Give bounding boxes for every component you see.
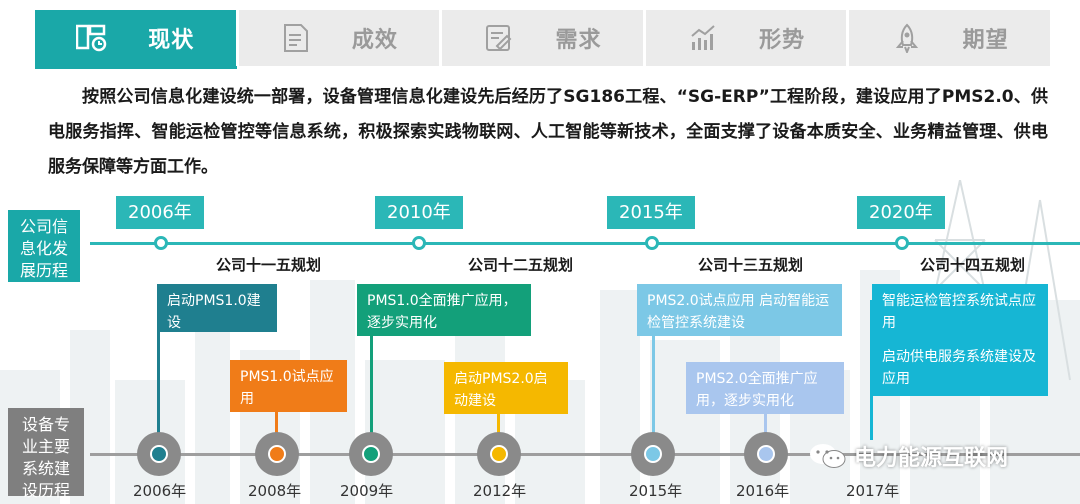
tab-situation[interactable]: 形势: [645, 10, 847, 66]
event-stem: [370, 300, 373, 440]
tab-label: 成效: [351, 28, 398, 53]
event-box: 启动供电服务系统建设及应用: [872, 340, 1048, 396]
timeline-milestone: [744, 432, 788, 476]
event-stem: [764, 395, 767, 440]
plan-label: 公司十三五规划: [698, 256, 804, 274]
equipment-system-history-label: 设备专业主要系统建设历程: [8, 408, 84, 500]
source-watermark: 电力能源互联网: [808, 440, 1008, 472]
tab-status[interactable]: 现状: [35, 10, 236, 66]
dashboard-icon: [76, 22, 108, 54]
section-tabs: 现状 成效 需求 形势 期望: [35, 10, 1050, 66]
year-badge: 2020年: [857, 196, 945, 229]
tab-label: 需求: [555, 28, 602, 53]
year-label: 2006年: [133, 482, 187, 500]
year-label: 2008年: [248, 482, 302, 500]
timeline-milestone: [349, 432, 393, 476]
year-label: 2012年: [473, 482, 527, 500]
document-icon: [280, 22, 312, 54]
event-stem: [652, 300, 655, 440]
company-timeline-rail: [90, 242, 1080, 245]
timeline-milestone: [137, 432, 181, 476]
timeline-node: [412, 236, 426, 250]
tab-results[interactable]: 成效: [238, 10, 440, 66]
event-box: 启动PMS1.0建设: [157, 284, 277, 332]
event-box: 智能运检管控系统试点应用: [872, 284, 1048, 340]
plan-label: 公司十四五规划: [920, 256, 1026, 274]
timeline-node: [645, 236, 659, 250]
plan-label: 公司十二五规划: [468, 256, 574, 274]
year-label: 2016年: [736, 482, 790, 500]
tab-label: 形势: [759, 28, 806, 53]
city-skyline-background: [0, 180, 1080, 504]
active-tab-indicator: [35, 66, 237, 69]
year-badge: 2015年: [607, 196, 695, 229]
event-box: PMS2.0全面推广应用，逐步实用化: [686, 362, 844, 414]
timeline-node: [895, 236, 909, 250]
timeline-milestone: [631, 432, 675, 476]
tab-label: 现状: [148, 28, 195, 53]
watermark-text: 电力能源互联网: [854, 446, 1009, 471]
plan-label: 公司十一五规划: [216, 256, 322, 274]
edit-note-icon: [483, 22, 515, 54]
tab-needs[interactable]: 需求: [442, 10, 643, 66]
year-label: 2015年: [629, 482, 683, 500]
timeline-milestone: [255, 432, 299, 476]
event-box: 启动PMS2.0启动建设: [444, 362, 568, 414]
year-label: 2009年: [340, 482, 394, 500]
year-badge: 2006年: [116, 196, 204, 229]
event-box: PMS1.0试点应用: [230, 360, 347, 412]
event-stem: [275, 390, 278, 440]
timeline-milestone: [477, 432, 521, 476]
timeline-node: [154, 236, 168, 250]
event-box: PMS1.0全面推广应用，逐步实用化: [357, 284, 531, 336]
event-stem: [157, 300, 160, 440]
trend-chart-icon: [687, 22, 719, 54]
event-box: PMS2.0试点应用 启动智能运检管控系统建设: [637, 284, 842, 336]
event-stem: [870, 300, 873, 440]
intro-paragraph: 按照公司信息化建设统一部署，设备管理信息化建设先后经历了SG186工程、“SG-…: [48, 87, 1048, 177]
equipment-timeline-rail: [90, 453, 1080, 456]
tab-expectation[interactable]: 期望: [849, 10, 1050, 66]
company-it-history-label: 公司信息化发展历程: [8, 210, 80, 282]
year-badge: 2010年: [375, 196, 463, 229]
rocket-icon: [891, 22, 923, 54]
year-label: 2017年: [846, 482, 900, 500]
event-stem: [497, 390, 500, 440]
wechat-icon: [810, 444, 846, 468]
tab-label: 期望: [962, 28, 1009, 53]
